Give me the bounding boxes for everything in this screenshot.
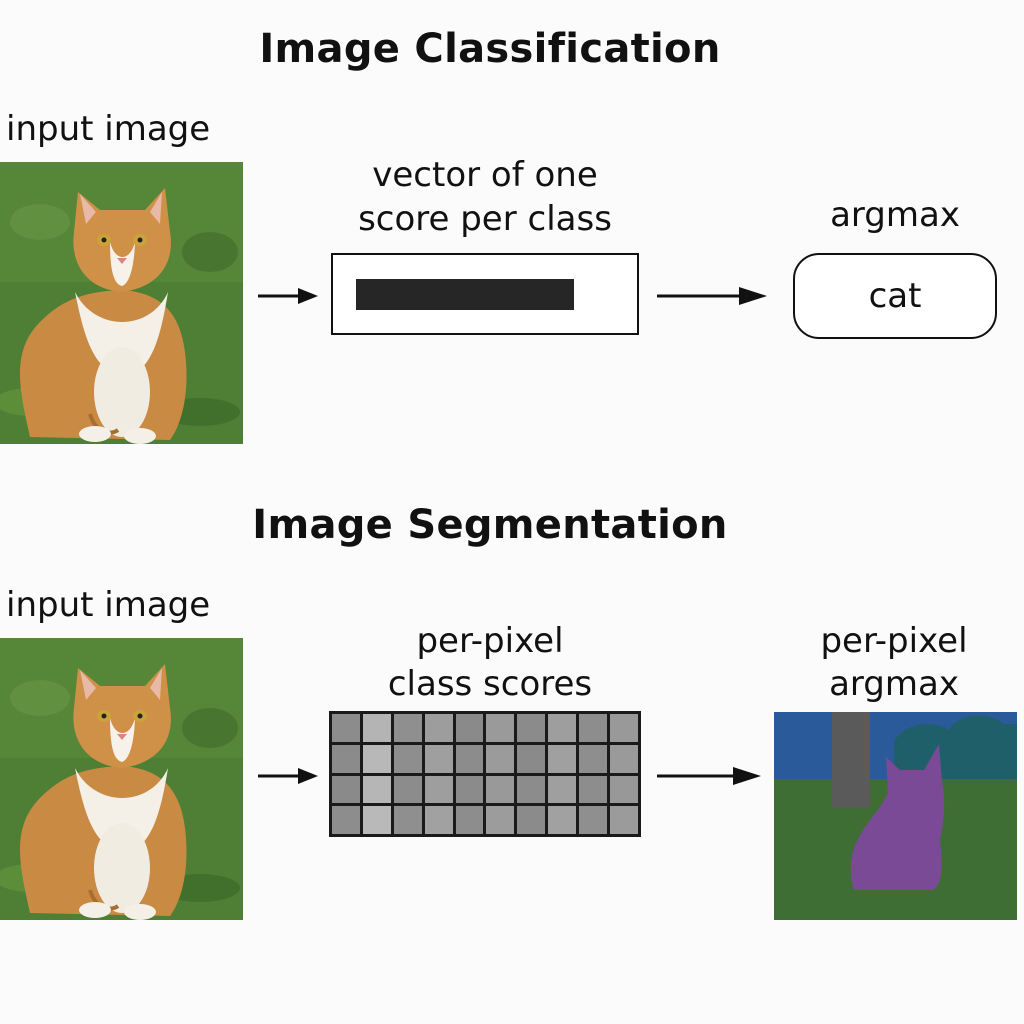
score-cell	[424, 744, 453, 773]
arrow-to-argmax	[657, 287, 767, 305]
score-cell	[548, 806, 577, 834]
score-cell	[362, 744, 391, 773]
segmentation-input-label: input image	[6, 585, 211, 625]
score-cell	[332, 714, 360, 742]
classification-input-label: input image	[6, 109, 211, 149]
pixel-scores-label-line1: per-pixel	[416, 621, 564, 661]
pixel-score-grid	[329, 711, 641, 837]
score-cell	[393, 775, 422, 804]
score-cell	[548, 775, 577, 804]
score-cell	[332, 775, 360, 804]
score-cell	[362, 775, 391, 804]
score-cell	[362, 806, 391, 834]
score-cell	[455, 775, 484, 804]
arrow-to-score-vector	[258, 288, 318, 304]
score-vector-bar	[356, 279, 574, 310]
score-cell	[455, 714, 484, 742]
seg-foliage-region	[894, 715, 1017, 779]
score-cell	[424, 714, 453, 742]
pixel-scores-label-line2: class scores	[387, 664, 593, 704]
score-cell	[362, 714, 391, 742]
segmentation-title: Image Segmentation	[252, 502, 728, 548]
pixel-argmax-label-line1: per-pixel	[820, 621, 968, 661]
score-cell	[579, 806, 608, 834]
score-vector-label-line1: vector of one	[372, 155, 598, 195]
score-vector-label-line2: score per class	[358, 199, 612, 239]
score-cell	[393, 744, 422, 773]
score-cell	[610, 806, 638, 834]
score-cell	[517, 744, 546, 773]
argmax-result-box: cat	[793, 253, 997, 339]
score-cell	[486, 806, 515, 834]
segmentation-map	[774, 712, 1017, 920]
segmentation-input-photo	[0, 638, 243, 920]
score-cell	[424, 806, 453, 834]
classification-title: Image Classification	[259, 26, 721, 72]
score-cell	[332, 806, 360, 834]
score-cell	[486, 744, 515, 773]
arrow-to-segmentation-map	[657, 767, 761, 785]
score-cell	[332, 744, 360, 773]
score-cell	[579, 775, 608, 804]
argmax-result-label: cat	[868, 276, 922, 316]
argmax-label: argmax	[830, 195, 960, 235]
pixel-argmax-label-line2: argmax	[829, 664, 959, 704]
score-cell	[424, 775, 453, 804]
seg-cat-region	[850, 744, 945, 890]
score-cell	[579, 714, 608, 742]
score-cell	[610, 714, 638, 742]
score-cell	[610, 775, 638, 804]
score-cell	[486, 714, 515, 742]
score-cell	[393, 714, 422, 742]
score-cell	[517, 775, 546, 804]
score-cell	[455, 744, 484, 773]
score-cell	[393, 806, 422, 834]
score-cell	[548, 714, 577, 742]
score-cell	[548, 744, 577, 773]
score-cell	[455, 806, 484, 834]
score-cell	[579, 744, 608, 773]
score-vector-box	[331, 253, 639, 335]
score-cell	[486, 775, 515, 804]
seg-trunk-region	[832, 712, 870, 808]
score-cell	[517, 806, 546, 834]
arrow-to-pixel-scores	[258, 768, 318, 784]
score-cell	[610, 744, 638, 773]
score-cell	[517, 714, 546, 742]
classification-input-photo	[0, 162, 243, 444]
